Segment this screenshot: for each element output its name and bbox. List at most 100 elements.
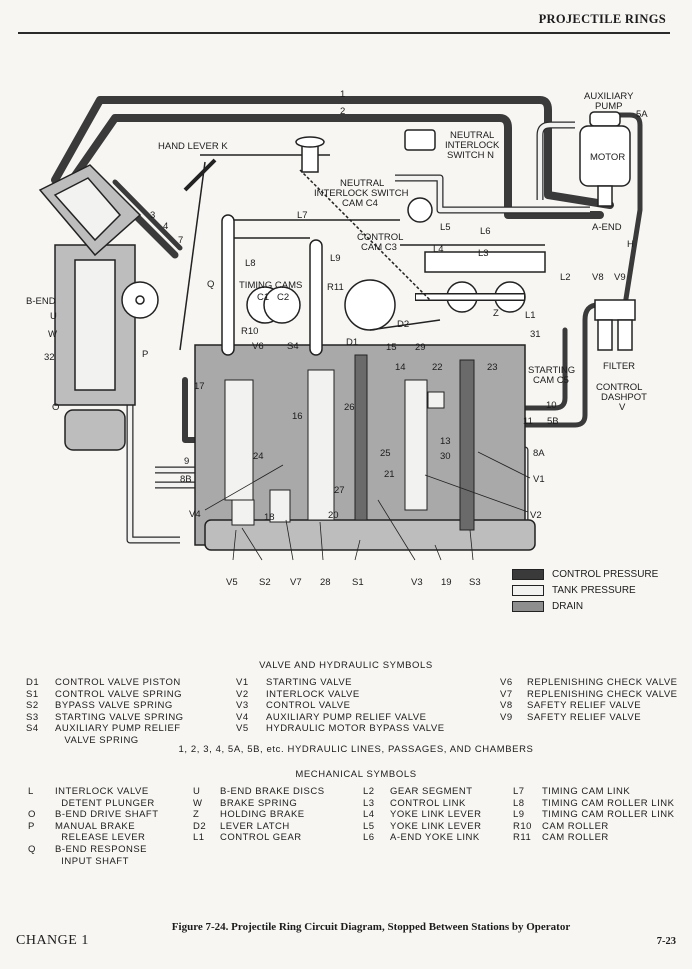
label-line-3: 3	[150, 210, 155, 221]
circuit-diagram: 1 2 3 4 5A 7 HAND LEVER K NEUTRAL INTERL…	[26, 89, 648, 588]
label-l6: L6	[480, 226, 491, 237]
label-l9: L9	[330, 253, 341, 264]
label-neutral-cam: INTERLOCK SWITCH	[314, 188, 409, 199]
label-neutral-switch: INTERLOCK	[445, 140, 500, 151]
legend-swatch-tank	[512, 584, 544, 596]
label-8a: 8A	[533, 448, 545, 459]
label-17: 17	[194, 381, 205, 392]
label-r10: R10	[241, 326, 258, 337]
label-v1: V1	[533, 474, 545, 485]
label-22: 22	[432, 362, 443, 373]
label-h: H	[627, 239, 634, 250]
label-o: O	[52, 402, 59, 413]
label-u: U	[50, 311, 57, 322]
label-l8: L8	[245, 258, 256, 269]
leader-lines	[204, 451, 531, 561]
label-line-1: 1	[340, 89, 345, 100]
label-line-7: 7	[178, 235, 183, 246]
label-v3: V3	[411, 577, 423, 588]
label-l3: L3	[478, 248, 489, 259]
line-10	[507, 327, 568, 411]
label-aux-pump: AUXILIARY	[584, 91, 634, 102]
label-b-end: B-END	[26, 296, 56, 307]
label-14: 14	[395, 362, 406, 373]
label-control-dashpot: V	[619, 402, 626, 413]
label-starting-cam: STARTING	[528, 365, 575, 376]
auxiliary-pump-motor	[579, 111, 631, 207]
label-v6: V6	[252, 341, 264, 352]
label-19: 19	[441, 577, 452, 588]
figure-caption: Figure 7-24. Projectile Ring Circuit Dia…	[171, 921, 571, 933]
label-r11: R11	[327, 282, 344, 293]
label-v2: V2	[530, 510, 542, 521]
diagram-labels: 1 2 3 4 5A 7 HAND LEVER K NEUTRAL INTERL…	[26, 89, 648, 588]
mechanical-symbols-title: MECHANICAL SYMBOLS	[295, 769, 417, 780]
label-neutral-cam: CAM C4	[342, 198, 378, 209]
label-s2: S2	[259, 577, 271, 588]
label-d1: D1	[346, 337, 358, 348]
legend-label: TANK PRESSURE	[552, 584, 636, 596]
legend-item: DRAIN	[512, 598, 658, 614]
label-27: 27	[334, 485, 345, 496]
label-line-5a: 5A	[636, 109, 648, 120]
label-hand-lever: HAND LEVER K	[158, 141, 228, 152]
filter	[594, 299, 636, 351]
label-v9: V9	[614, 272, 626, 283]
label-v4: V4	[189, 509, 201, 520]
label-v7: V7	[290, 577, 302, 588]
label-5b: 5B	[547, 416, 559, 427]
label-p: P	[142, 349, 148, 360]
label-motor: MOTOR	[590, 152, 625, 163]
label-q: Q	[207, 279, 214, 290]
label-l4: L4	[433, 244, 444, 255]
label-31: 31	[530, 329, 541, 340]
label-20: 20	[328, 510, 339, 521]
line-2	[61, 114, 604, 219]
label-25: 25	[380, 448, 391, 459]
label-l2: L2	[560, 272, 571, 283]
label-a-end: A-END	[592, 222, 622, 233]
label-filter: FILTER	[603, 361, 635, 372]
legend-item: CONTROL PRESSURE	[512, 566, 658, 582]
label-line-2: 2	[340, 106, 345, 117]
label-24: 24	[253, 451, 264, 462]
label-v5: V5	[226, 577, 238, 588]
label-8b: 8B	[180, 474, 192, 485]
page-number: 7-23	[656, 936, 676, 947]
legend-item: TANK PRESSURE	[512, 582, 658, 598]
label-neutral-switch: NEUTRAL	[450, 130, 494, 141]
b-end-assembly	[38, 164, 159, 451]
label-c1: C1	[257, 292, 269, 303]
legend-swatch-control	[512, 568, 544, 580]
hydraulic-lines-note: 1, 2, 3, 4, 5A, 5B, etc. HYDRAULIC LINES…	[178, 744, 534, 755]
linkages	[179, 129, 546, 356]
label-c2: C2	[277, 292, 289, 303]
